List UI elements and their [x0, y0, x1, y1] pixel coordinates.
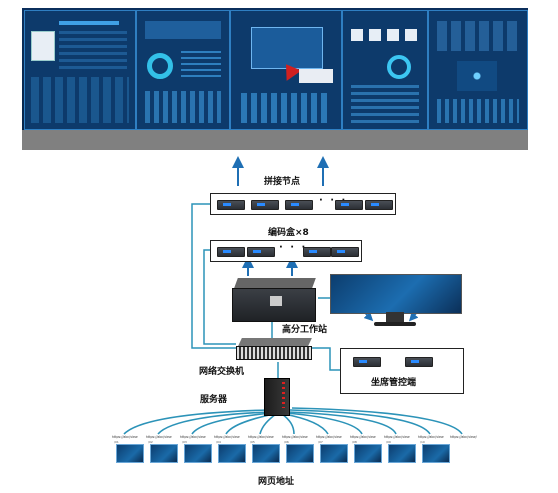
web-page-thumbnail — [354, 444, 382, 463]
web-url-index: /10 — [420, 440, 425, 444]
encoder-device — [217, 247, 245, 257]
web-page-thumbnail — [286, 444, 314, 463]
video-wall — [22, 8, 528, 150]
encoder-box-label: 编码盒×8 — [268, 228, 309, 238]
monitor-icon — [330, 274, 462, 332]
splice-node-device — [365, 200, 393, 210]
star-map-icon — [457, 61, 497, 91]
web-address-label: 网页地址 — [258, 477, 295, 487]
web-url-index: /02 — [148, 440, 153, 444]
wall-panel-metrics — [342, 10, 428, 130]
web-url-index: /04 — [216, 440, 221, 444]
encoder-ellipsis: · · · — [279, 242, 308, 253]
web-url: https://abc/view — [316, 435, 342, 439]
encoder-device — [331, 247, 359, 257]
web-url-index: /08 — [352, 440, 357, 444]
splice-node-device — [217, 200, 245, 210]
web-page-thumbnail — [218, 444, 246, 463]
web-url: https://abc/view — [146, 435, 172, 439]
wall-panel-stats — [136, 10, 230, 130]
web-page-thumbnail — [116, 444, 144, 463]
web-url: https://abc/view — [180, 435, 206, 439]
console-device — [405, 357, 433, 367]
web-page-thumbnail — [422, 444, 450, 463]
encoder-device — [247, 247, 275, 257]
video-wall-base — [22, 130, 528, 150]
web-page-thumbnail — [184, 444, 212, 463]
line-switch-to-console — [312, 347, 340, 371]
web-url-index: /09 — [386, 440, 391, 444]
web-url: https://abc/view — [214, 435, 240, 439]
video-wall-screens — [22, 8, 528, 130]
server-label: 服务器 — [200, 395, 228, 405]
network-switch-label: 网络交换机 — [199, 367, 245, 377]
seat-console-label: 坐席管控端 — [371, 378, 417, 388]
web-url: https://abc/view — [248, 435, 274, 439]
web-url: https://abc/view/ — [450, 435, 477, 439]
donut-chart-icon — [147, 53, 173, 79]
splice-node-device — [251, 200, 279, 210]
encoder-device — [303, 247, 331, 257]
line-switch-to-encoder — [203, 249, 236, 345]
web-page-thumbnail — [150, 444, 178, 463]
web-page-thumbnail — [320, 444, 348, 463]
web-url: https://abc/view — [112, 435, 138, 439]
encoder-box-group: · · · — [210, 240, 362, 262]
profile-photo-icon — [31, 31, 55, 61]
splice-nodes-label: 拼接节点 — [264, 177, 301, 187]
web-url: https://abc/view — [350, 435, 376, 439]
web-url: https://abc/view — [282, 435, 308, 439]
splice-node-device — [285, 200, 313, 210]
web-page-thumbnail — [388, 444, 416, 463]
web-url: https://abc/view — [384, 435, 410, 439]
web-url-index: /07 — [318, 440, 323, 444]
workstation-label: 高分工作站 — [282, 325, 328, 335]
web-url: https://abc/view — [418, 435, 444, 439]
web-page-thumbnail — [252, 444, 280, 463]
console-device — [353, 357, 381, 367]
tower-server-icon — [264, 378, 292, 416]
seat-console-box: 坐席管控端 — [340, 348, 464, 394]
network-switch-icon — [236, 338, 312, 362]
web-url-index: /01 — [114, 440, 119, 444]
splice-node-device — [335, 200, 363, 210]
splice-ellipsis: · · · — [319, 195, 348, 206]
workstation-server-icon — [232, 278, 318, 322]
wall-panel-map — [428, 10, 528, 130]
splice-nodes-box: · · · — [210, 193, 396, 215]
web-url-index: /06 — [284, 440, 289, 444]
web-url-index: /03 — [182, 440, 187, 444]
ring-chart-icon — [387, 55, 411, 79]
fanout-lines — [123, 407, 463, 435]
wall-panel-center — [230, 10, 342, 130]
wall-panel-profile — [24, 10, 136, 130]
line-switch-to-splice — [191, 203, 236, 349]
web-url-index: /05 — [250, 440, 255, 444]
